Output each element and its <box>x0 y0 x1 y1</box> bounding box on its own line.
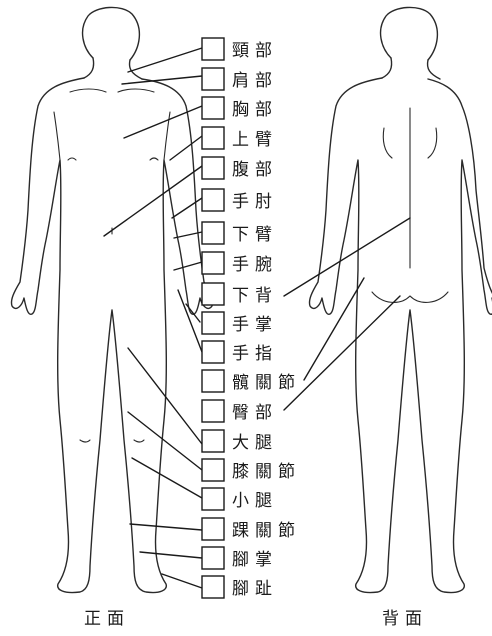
back-body-outline <box>309 78 492 593</box>
label-finger: 手指 <box>232 344 278 364</box>
label-sole: 腳掌 <box>232 550 278 570</box>
checkbox-neck[interactable] <box>202 38 224 60</box>
leader-neck <box>128 48 202 72</box>
checkbox-column[interactable] <box>202 38 224 598</box>
checkbox-upper-arm[interactable] <box>202 127 224 149</box>
leader-abdomen <box>104 166 202 236</box>
front-knees <box>80 440 144 442</box>
leader-elbow <box>172 198 202 218</box>
front-head <box>83 7 140 60</box>
label-toe: 腳趾 <box>232 579 278 599</box>
leader-ankle <box>130 524 202 530</box>
front-body-outline <box>11 78 212 593</box>
leader-wrist <box>174 262 202 270</box>
checkbox-palm[interactable] <box>202 312 224 334</box>
front-collarbones <box>70 89 154 92</box>
front-nipples <box>68 158 158 160</box>
leader-shoulder <box>122 76 202 84</box>
label-upper-arm: 上臂 <box>232 130 278 150</box>
label-ankle: 踝關節 <box>232 521 301 541</box>
checkbox-finger[interactable] <box>202 341 224 363</box>
label-thigh: 大腿 <box>232 433 278 453</box>
checkbox-abdomen[interactable] <box>202 157 224 179</box>
label-chest: 胸部 <box>232 100 278 120</box>
label-hip-joint: 髖關節 <box>232 373 301 393</box>
back-neck <box>382 58 440 79</box>
label-shoulder: 肩部 <box>232 71 278 91</box>
leader-toe <box>162 574 202 588</box>
checkbox-wrist[interactable] <box>202 252 224 274</box>
front-inner-arms <box>54 112 170 160</box>
label-abdomen: 腹部 <box>232 160 278 180</box>
label-back: 下背 <box>232 286 278 306</box>
checkbox-back[interactable] <box>202 283 224 305</box>
leader-thigh <box>128 348 202 444</box>
label-elbow: 手肘 <box>232 192 278 212</box>
label-knee: 膝關節 <box>232 462 301 482</box>
checkbox-buttock[interactable] <box>202 400 224 422</box>
caption-front-view: 正面 <box>84 609 130 629</box>
leader-buttock <box>284 296 400 410</box>
checkbox-shoulder[interactable] <box>202 68 224 90</box>
leader-sole <box>140 552 202 558</box>
label-calf: 小腿 <box>232 491 278 511</box>
checkbox-elbow[interactable] <box>202 189 224 211</box>
leader-calf <box>132 458 202 498</box>
back-buttocks <box>372 292 448 302</box>
checkbox-toe[interactable] <box>202 576 224 598</box>
caption-back-view: 背面 <box>382 609 428 629</box>
back-head <box>381 7 438 60</box>
checkbox-calf[interactable] <box>202 488 224 510</box>
back-body-figure <box>309 7 492 592</box>
label-wrist: 手腕 <box>232 255 278 275</box>
front-neck <box>84 58 142 79</box>
checkbox-hip-joint[interactable] <box>202 370 224 392</box>
leader-back <box>284 218 410 296</box>
label-neck: 頸部 <box>232 41 278 61</box>
label-buttock: 臀部 <box>232 403 278 423</box>
checkbox-chest[interactable] <box>202 97 224 119</box>
checkbox-forearm[interactable] <box>202 222 224 244</box>
checkbox-ankle[interactable] <box>202 518 224 540</box>
checkbox-thigh[interactable] <box>202 430 224 452</box>
label-forearm: 下臂 <box>232 225 278 245</box>
checkbox-sole[interactable] <box>202 547 224 569</box>
checkbox-knee[interactable] <box>202 459 224 481</box>
label-column: 頸部 肩部 胸部 上臂 腹部 手肘 下臂 手腕 下背 手掌 手指 髖關節 臀部 … <box>232 41 301 599</box>
leader-upper-arm <box>170 136 202 160</box>
label-palm: 手掌 <box>232 315 278 335</box>
